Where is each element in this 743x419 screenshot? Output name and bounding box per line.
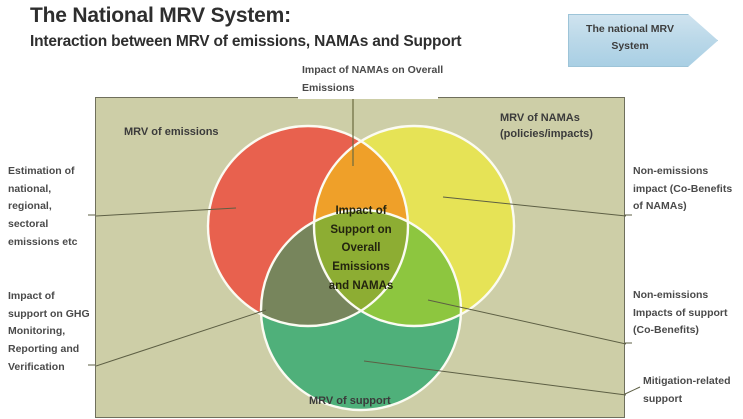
center-line-5: and NAMAs [328, 279, 394, 292]
annotation-impact-of-support-on-ghg: Impact of support on GHG Monitoring, Rep… [8, 290, 90, 373]
venn-diagram-frame: MRV of emissions MRV of NAMAs (policies/… [95, 95, 626, 418]
venn-outline-namas [312, 124, 516, 328]
venn-label-mrv-support: MRV of support [309, 395, 391, 407]
arrow-shape-icon [568, 14, 718, 67]
venn-diagram-graphic [96, 99, 626, 412]
venn-center-label: Impact of Support on Overall Emissions a… [278, 202, 444, 295]
leader-line-right-2 [427, 299, 626, 345]
frame-top-border-gap [298, 95, 438, 99]
annotation-non-emissions-impacts-support: Non-emissions Impacts of support (Co-Ben… [633, 289, 728, 337]
venn-label-mrv-namas-line2: (policies/impacts) [500, 127, 593, 140]
center-line-4: Emissions [332, 260, 390, 273]
national-mrv-system-callout: The national MRV System [568, 14, 718, 67]
leader-line-left-2 [96, 309, 267, 367]
venn-outline-support [259, 208, 463, 412]
annotation-impact-of-namas: Impact of NAMAs on Overall Emissions [302, 64, 444, 94]
venn-label-mrv-namas-line1: MRV of NAMAs [500, 112, 580, 124]
callout-text: The national MRV System [568, 14, 718, 67]
venn-outline-emissions [206, 124, 410, 328]
venn-label-mrv-emissions: MRV of emissions [124, 126, 219, 138]
leader-line-right-1 [442, 196, 626, 217]
callout-line-1: The national MRV [586, 23, 674, 35]
leader-stub-right-3 [624, 386, 641, 395]
center-line-2: Support on [330, 223, 392, 236]
annotation-estimation-of-emissions: Estimation of national, regional, sector… [8, 165, 78, 248]
leader-line-right-3 [363, 360, 626, 396]
page-title: The National MRV System: [30, 4, 291, 27]
title-block: The National MRV System: Interaction bet… [30, 4, 570, 52]
annotation-non-emissions-impact-namas: Non-emissions impact (Co-Benefits of NAM… [633, 165, 733, 213]
callout-line-2: System [611, 40, 649, 53]
page-subtitle: Interaction between MRV of emissions, NA… [30, 33, 462, 51]
center-line-3: Overall [341, 242, 381, 255]
center-line-1: Impact of [335, 205, 387, 217]
leader-line-left-1 [96, 207, 237, 217]
annotation-mitigation-related-support: Mitigation-related support [643, 375, 731, 405]
venn-label-mrv-namas: MRV of NAMAs (policies/impacts) [500, 111, 593, 143]
